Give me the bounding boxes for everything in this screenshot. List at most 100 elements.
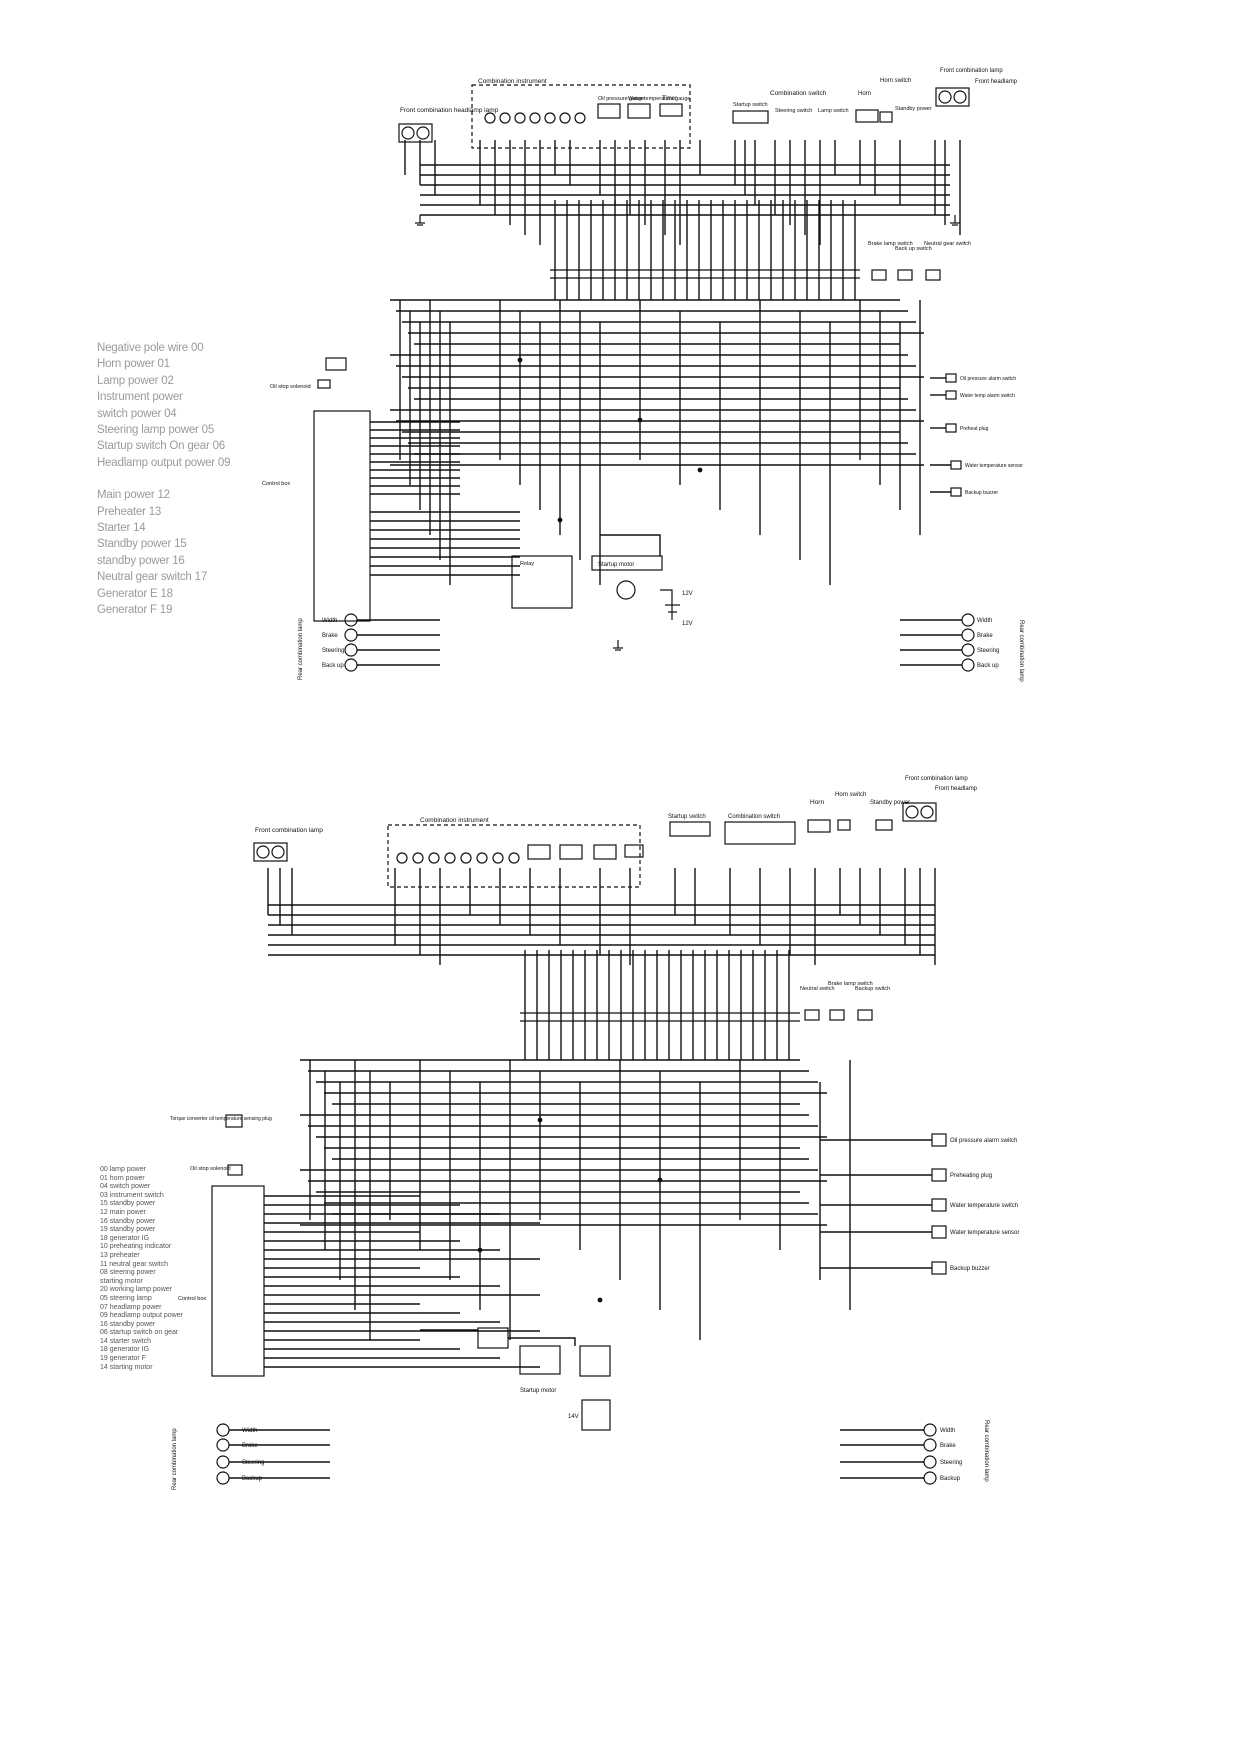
combination-switch bbox=[724, 821, 796, 845]
indicator-lamp bbox=[460, 852, 472, 864]
wire-junction bbox=[537, 1117, 543, 1123]
component-label: Front combination headlamp lamp bbox=[400, 107, 499, 114]
indicator-lamp bbox=[499, 112, 511, 124]
component-label: Backup switch bbox=[855, 986, 890, 992]
component-label: Front combination lamp bbox=[940, 68, 1003, 74]
legend-item: 06 startup switch on gear bbox=[100, 1329, 179, 1337]
neutral-switch bbox=[804, 1009, 820, 1021]
component-label: Brake bbox=[242, 1443, 258, 1449]
wire-junction bbox=[597, 1297, 603, 1303]
indicator-lamp bbox=[514, 112, 526, 124]
component-label: Combination switch bbox=[728, 814, 780, 820]
component-label: Water temp alarm switch bbox=[960, 393, 1015, 399]
indicator-lamp bbox=[412, 852, 424, 864]
indicator-lamp bbox=[574, 112, 586, 124]
backup-buzzer bbox=[950, 487, 962, 497]
front-combination-lamp-right bbox=[905, 805, 919, 819]
water-temperature-gauge bbox=[627, 103, 651, 119]
battery bbox=[581, 1399, 611, 1431]
component-label: Horn switch bbox=[835, 792, 866, 798]
component-label: 12V bbox=[682, 621, 693, 627]
torque-converter-sensor bbox=[225, 1114, 243, 1128]
legend-item: 11 neutral gear switch bbox=[100, 1260, 168, 1268]
component-label: Combination instrument bbox=[478, 78, 547, 85]
horn-switch bbox=[837, 819, 851, 831]
legend-item: Main power 12 bbox=[97, 489, 170, 502]
backup-switch bbox=[897, 269, 913, 281]
wire bbox=[508, 1337, 576, 1346]
oil-stop-solenoid bbox=[317, 379, 331, 389]
legend-item: Negative pole wire 00 bbox=[97, 342, 204, 354]
indicator-lamp bbox=[484, 112, 496, 124]
wire-junction bbox=[637, 417, 643, 423]
component-label: Control box bbox=[178, 1296, 206, 1302]
preheat-plug bbox=[945, 423, 957, 433]
standby-power bbox=[875, 819, 893, 831]
startup-switch bbox=[732, 110, 769, 124]
rear-combination-lamp-left bbox=[344, 658, 358, 672]
legend-item: 05 steering lamp bbox=[100, 1294, 152, 1302]
component-label: Front combination lamp bbox=[905, 776, 968, 782]
component-label: Front headlamp bbox=[975, 79, 1018, 85]
horn-switch bbox=[879, 111, 893, 123]
front-combination-lamp-right bbox=[953, 90, 967, 104]
legend-item: Startup switch On gear 06 bbox=[97, 440, 225, 453]
legend-item: 19 standby power bbox=[100, 1226, 156, 1234]
legend-item: switch power 04 bbox=[97, 407, 177, 420]
component-label: Width bbox=[322, 618, 337, 624]
gauge bbox=[559, 844, 583, 860]
indicator-lamp bbox=[444, 852, 456, 864]
component-label: Timer bbox=[662, 96, 677, 102]
component-label: Startup switch bbox=[668, 814, 706, 820]
legend-item: 16 standby power bbox=[100, 1320, 156, 1328]
legend-item: 13 preheater bbox=[100, 1251, 140, 1259]
front-combination-lamp-right bbox=[902, 802, 937, 822]
component-label: Startup switch bbox=[733, 102, 768, 108]
neutral-gear-switch bbox=[925, 269, 941, 281]
front-combination-lamp-left bbox=[398, 123, 433, 143]
component-label: Preheat plug bbox=[960, 426, 989, 432]
component-label: Steering switch bbox=[775, 108, 812, 114]
component-label: Standby power bbox=[895, 106, 932, 112]
indicator-lamp bbox=[529, 112, 541, 124]
timer bbox=[624, 844, 644, 858]
component-label: Width bbox=[940, 1428, 955, 1434]
component-label: Oil stop solenoid bbox=[190, 1166, 231, 1172]
legend-item: 18 generator IG bbox=[100, 1346, 150, 1354]
component-label: Brake bbox=[977, 633, 993, 639]
startup-motor-box bbox=[591, 555, 663, 571]
legend-item: 00 lamp power bbox=[100, 1166, 146, 1173]
legend-item: 20 working lamp power bbox=[100, 1286, 172, 1294]
indicator-lamp bbox=[508, 852, 520, 864]
rear-combination-lamp-left bbox=[344, 643, 358, 657]
legend-item: 03 instrument switch bbox=[100, 1191, 164, 1199]
component-label: Torque converter oil temperature sensing… bbox=[170, 1116, 272, 1122]
front-combination-lamp-left bbox=[401, 126, 415, 140]
component-label: Steering bbox=[242, 1460, 264, 1466]
legend-item: Instrument power bbox=[97, 391, 183, 404]
component-label: Back up bbox=[977, 663, 999, 669]
backup-switch bbox=[857, 1009, 873, 1021]
legend-item: Steering lamp power 05 bbox=[97, 424, 215, 437]
water-temp-alarm-switch bbox=[945, 390, 957, 400]
component-label: Horn bbox=[858, 91, 871, 97]
legend-item: 12 main power bbox=[100, 1208, 146, 1216]
component-label: Standby power bbox=[870, 800, 910, 806]
rear-combination-lamp-left bbox=[216, 1438, 230, 1452]
component-label: Relay bbox=[520, 561, 534, 567]
front-combination-lamp-left bbox=[416, 126, 430, 140]
relay bbox=[477, 1327, 509, 1349]
legend-item: 09 headlamp output power bbox=[100, 1312, 183, 1320]
front-combination-lamp-left bbox=[271, 845, 285, 859]
component-label: 14V bbox=[568, 1414, 579, 1420]
legend-item: 16 standby power bbox=[100, 1217, 156, 1225]
legend-item: Lamp power 02 bbox=[97, 374, 174, 387]
component-label: Brake bbox=[940, 1443, 956, 1449]
control-box bbox=[211, 1185, 265, 1377]
wire-junction bbox=[697, 467, 703, 473]
rear-combination-lamp-right bbox=[961, 643, 975, 657]
horn bbox=[855, 109, 879, 123]
legend-item: Generator E 18 bbox=[97, 587, 173, 600]
gauge bbox=[527, 844, 551, 860]
